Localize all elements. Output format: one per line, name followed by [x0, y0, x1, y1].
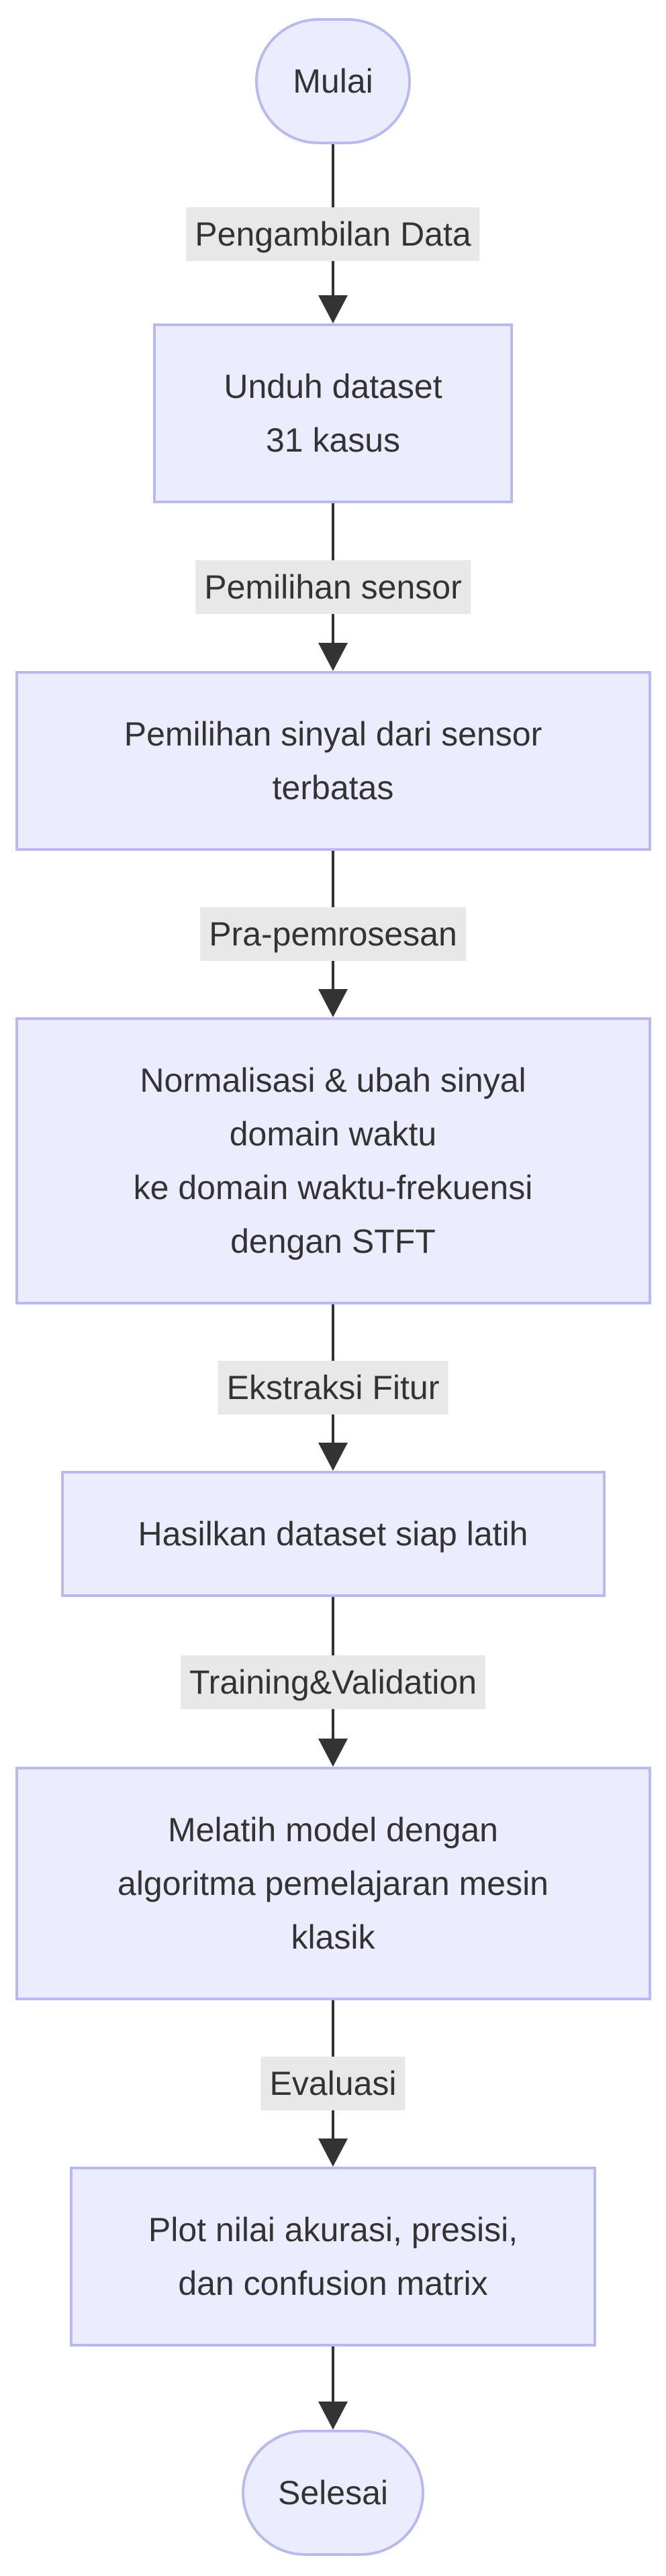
node-normalisasi-stft: Normalisasi & ubah sinyal domain waktu k…	[15, 1017, 651, 1304]
node-normalisasi-stft-label: Normalisasi & ubah sinyal domain waktu k…	[133, 1062, 533, 1260]
edge-label-ekstraksi-fitur: Ekstraksi Fitur	[218, 1361, 448, 1414]
node-start-label: Mulai	[293, 62, 373, 100]
edge-normalisasi-to-hasilkan: Ekstraksi Fitur	[0, 1304, 666, 1471]
edge-melatih-to-plot: Evaluasi	[0, 2000, 666, 2167]
node-unduh-dataset-label: Unduh dataset 31 kasus	[224, 368, 442, 459]
node-hasilkan-dataset-label: Hasilkan dataset siap latih	[138, 1515, 528, 1553]
arrowhead-icon	[318, 295, 348, 323]
arrowhead-icon	[318, 1443, 348, 1471]
node-pemilihan-sinyal-label: Pemilihan sinyal dari sensor terbatas	[124, 715, 542, 807]
edge-start-to-unduh: Pengambilan Data	[0, 144, 666, 323]
edge-line	[332, 2347, 334, 2403]
arrowhead-icon	[318, 989, 348, 1017]
node-plot-hasil: Plot nilai akurasi, presisi, dan confusi…	[70, 2167, 596, 2347]
edge-label-training-validation: Training&Validation	[180, 1655, 486, 1709]
node-hasilkan-dataset: Hasilkan dataset siap latih	[60, 1471, 606, 1597]
edge-label-evaluasi: Evaluasi	[260, 2057, 406, 2110]
edge-pemilihan-to-normalisasi: Pra-pemrosesan	[0, 851, 666, 1017]
node-unduh-dataset: Unduh dataset 31 kasus	[153, 323, 513, 503]
node-start: Mulai	[255, 18, 411, 144]
node-melatih-model: Melatih model dengan algoritma pemelajar…	[15, 1767, 651, 2000]
edge-label-pengambilan-data: Pengambilan Data	[186, 207, 480, 261]
node-pemilihan-sinyal: Pemilihan sinyal dari sensor terbatas	[15, 671, 651, 851]
arrowhead-icon	[318, 643, 348, 671]
edge-plot-to-end	[0, 2347, 666, 2430]
node-end-label: Selesai	[278, 2474, 388, 2512]
node-melatih-model-label: Melatih model dengan algoritma pemelajar…	[117, 1811, 549, 1956]
arrowhead-icon	[318, 2402, 348, 2430]
arrowhead-icon	[318, 1739, 348, 1767]
edge-hasilkan-to-melatih: Training&Validation	[0, 1597, 666, 1767]
node-plot-hasil-label: Plot nilai akurasi, presisi, dan confusi…	[148, 2211, 518, 2302]
node-end: Selesai	[242, 2430, 424, 2556]
edge-unduh-to-pemilihan: Pemilihan sensor	[0, 503, 666, 671]
edge-label-pemilihan-sensor: Pemilihan sensor	[195, 560, 471, 614]
arrowhead-icon	[318, 2139, 348, 2167]
edge-label-pra-pemrosesan: Pra-pemrosesan	[200, 907, 466, 961]
